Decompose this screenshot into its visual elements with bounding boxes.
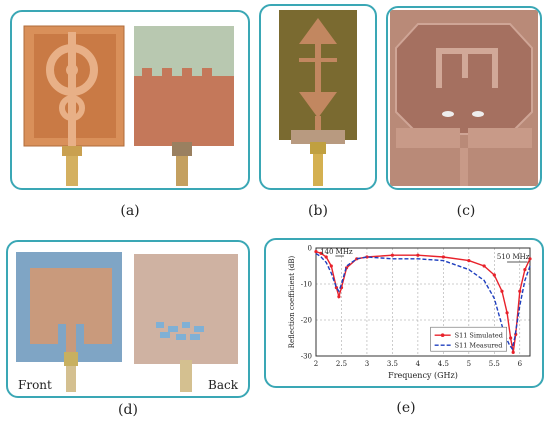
panel-a: Front Back bbox=[10, 10, 250, 190]
series-point-1 bbox=[492, 273, 496, 277]
legend-marker-1 bbox=[440, 333, 445, 337]
plot-area bbox=[315, 247, 531, 357]
panel-d-photo bbox=[16, 252, 238, 392]
series-point-1 bbox=[390, 253, 395, 257]
panel-b-photo bbox=[279, 10, 357, 186]
legend-label-2: S11 Measured bbox=[455, 342, 503, 350]
legend-box bbox=[430, 326, 507, 352]
series-point-1 bbox=[337, 295, 341, 299]
x-tick-label: 3 bbox=[365, 360, 369, 368]
caption-c: (c) bbox=[456, 203, 476, 219]
x-axis-label: Frequency (GHz) bbox=[388, 371, 458, 380]
panel-a-back-label: Back bbox=[198, 162, 228, 176]
panel-d-back-label: Back bbox=[208, 378, 238, 392]
caption-e: (e) bbox=[396, 400, 416, 416]
y-tick-label: 0 bbox=[308, 245, 312, 253]
series-point-1 bbox=[511, 350, 515, 354]
x-tick-label: 5 bbox=[467, 360, 471, 368]
x-tick-label: 2.5 bbox=[336, 360, 347, 368]
panel-b bbox=[259, 4, 377, 190]
y-axis-label: Reflection coefficient (dB) bbox=[288, 255, 296, 348]
series-point-1 bbox=[416, 253, 420, 257]
caption-a: (a) bbox=[120, 203, 140, 219]
y-tick-label: -20 bbox=[301, 317, 312, 325]
series-point-1 bbox=[505, 311, 509, 315]
series-point-1 bbox=[324, 255, 328, 259]
series-point-1 bbox=[528, 257, 532, 261]
series-point-1 bbox=[518, 289, 522, 293]
panel-d: Front Back bbox=[6, 240, 250, 398]
series-point-1 bbox=[329, 264, 333, 268]
y-tick-label: -10 bbox=[301, 281, 312, 289]
annotation-140mhz: 140 MHz bbox=[320, 248, 353, 256]
series-point-1 bbox=[523, 268, 527, 272]
series-point-1 bbox=[441, 255, 445, 259]
series-point-1 bbox=[314, 250, 318, 254]
x-tick-label: 5.5 bbox=[489, 360, 500, 368]
caption-b: (b) bbox=[308, 203, 328, 219]
annotation-510mhz: 510 MHz bbox=[497, 253, 530, 261]
x-tick-label: 6 bbox=[518, 360, 523, 368]
series-point-1 bbox=[509, 336, 513, 340]
series-line-2 bbox=[315, 252, 531, 351]
series-point-1 bbox=[467, 259, 471, 263]
x-tick-label: 2 bbox=[314, 360, 318, 368]
panel-d-front-label: Front bbox=[18, 378, 52, 392]
series-point-1 bbox=[319, 251, 323, 255]
panel-a-front-label: Front bbox=[88, 162, 122, 176]
series-point-1 bbox=[482, 264, 486, 268]
legend-label-1: S11 Simulated bbox=[455, 332, 503, 340]
panel-c-photo bbox=[390, 10, 538, 186]
x-tick-label: 3.5 bbox=[387, 360, 398, 368]
x-tick-label: 4.5 bbox=[438, 360, 449, 368]
panel-c bbox=[386, 6, 542, 190]
caption-d: (d) bbox=[118, 402, 138, 418]
panel-a-photo bbox=[23, 25, 234, 186]
x-tick-label: 4 bbox=[416, 360, 421, 368]
series-point-1 bbox=[500, 289, 504, 293]
y-tick-label: -30 bbox=[301, 353, 312, 361]
